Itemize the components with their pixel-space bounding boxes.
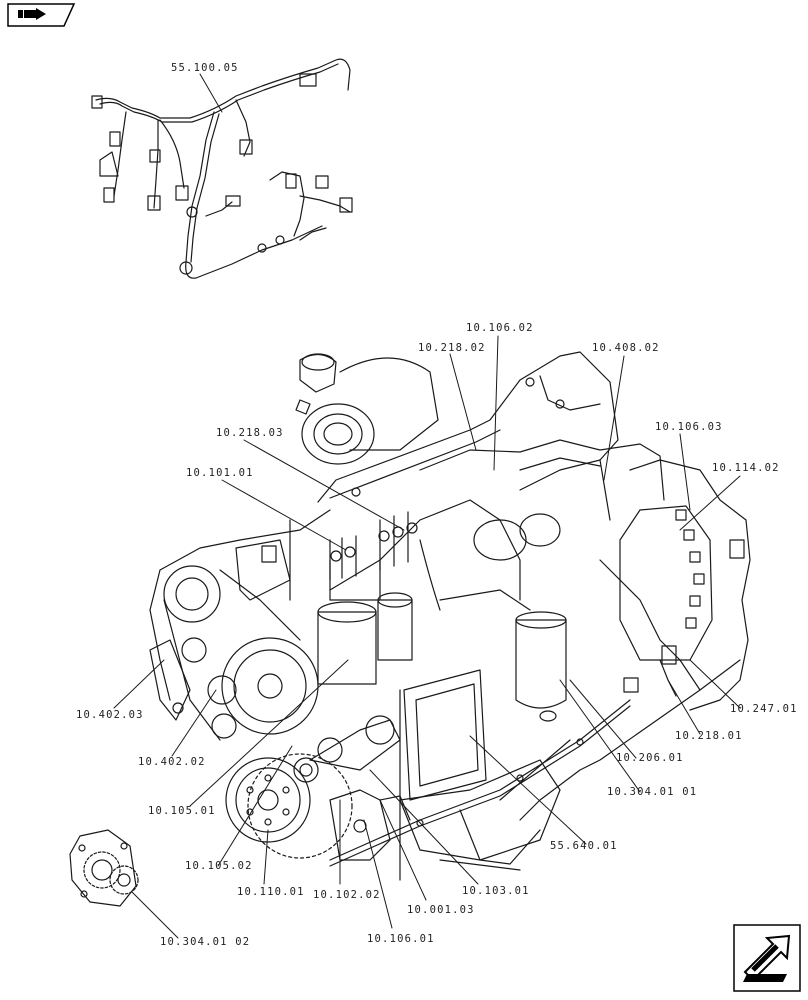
callout-10-105-01[interactable]: 10.105.01 <box>148 805 216 817</box>
callout-10-105-02[interactable]: 10.105.02 <box>185 860 253 872</box>
callout-10-001-03[interactable]: 10.001.03 <box>407 904 475 916</box>
callout-10-247-01[interactable]: 10.247.01 <box>730 703 798 715</box>
callout-10-408-02[interactable]: 10.408.02 <box>592 342 660 354</box>
callout-10-101-01[interactable]: 10.101.01 <box>186 467 254 479</box>
callout-10-110-01[interactable]: 10.110.01 <box>237 886 305 898</box>
oil-pump <box>69 829 139 907</box>
leader-lines <box>113 73 741 939</box>
callout-10-103-01[interactable]: 10.103.01 <box>462 885 530 897</box>
callout-10-114-02[interactable]: 10.114.02 <box>712 462 780 474</box>
callout-10-106-01[interactable]: 10.106.01 <box>367 933 435 945</box>
arrow-next-icon[interactable] <box>733 924 801 992</box>
callout-10-304-01-01[interactable]: 10.304.01 01 <box>607 786 698 798</box>
callout-10-102-02[interactable]: 10.102.02 <box>313 889 381 901</box>
callout-10-402-03[interactable]: 10.402.03 <box>76 709 144 721</box>
callout-10-218-02[interactable]: 10.218.02 <box>418 342 486 354</box>
callout-10-106-02[interactable]: 10.106.02 <box>466 322 534 334</box>
callout-10-218-01[interactable]: 10.218.01 <box>675 730 743 742</box>
wiring-harness <box>91 58 353 279</box>
callout-10-402-02[interactable]: 10.402.02 <box>138 756 206 768</box>
hand-pointer-icon[interactable] <box>6 2 76 28</box>
callout-55-100-05[interactable]: 55.100.05 <box>171 62 239 74</box>
callout-10-106-03[interactable]: 10.106.03 <box>655 421 723 433</box>
callout-10-304-01-02[interactable]: 10.304.01 02 <box>160 936 251 948</box>
callout-10-218-03[interactable]: 10.218.03 <box>216 427 284 439</box>
callout-55-640-01[interactable]: 55.640.01 <box>550 840 618 852</box>
callout-10-206-01[interactable]: 10.206.01 <box>616 752 684 764</box>
